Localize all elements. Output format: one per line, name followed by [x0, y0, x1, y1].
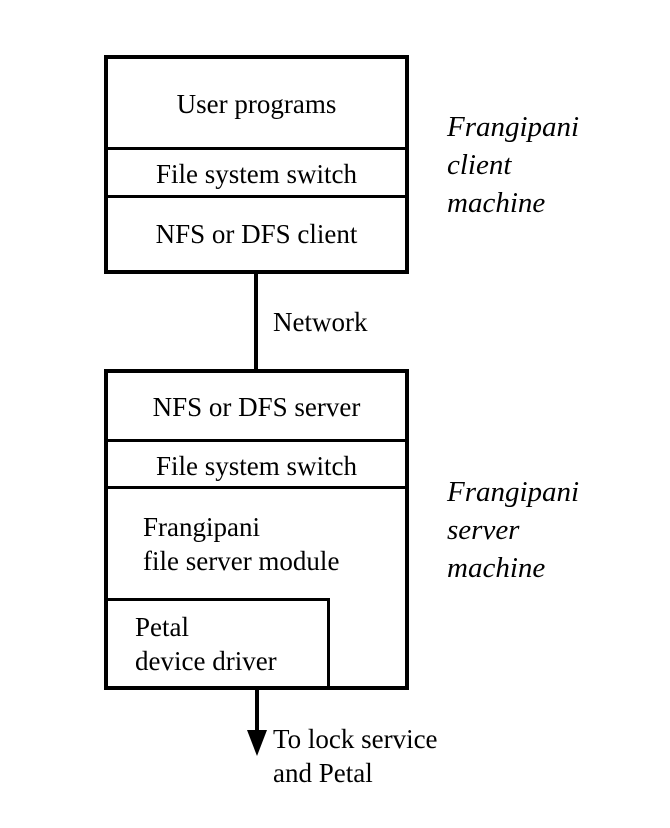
outgoing-destination-label: To lock service and Petal: [273, 722, 438, 790]
network-label: Network: [273, 307, 368, 337]
client-caption-line: Frangipani: [447, 111, 580, 143]
client-caption-line: client: [447, 149, 512, 181]
outgoing-label-line: To lock service: [273, 724, 438, 754]
server-layer-nfs-dfs-server: NFS or DFS server: [152, 392, 361, 422]
outgoing-arrowhead: [247, 730, 267, 756]
server-layer-file-system-switch: File system switch: [156, 451, 357, 481]
driver-label-line: device driver: [135, 646, 277, 676]
client-divider-2: [104, 195, 409, 198]
server-caption-line: machine: [447, 552, 546, 584]
network-link-line: [254, 274, 258, 370]
server-machine-caption: Frangipani server machine: [447, 473, 579, 587]
server-caption-line: Frangipani: [447, 476, 580, 508]
client-caption-line: machine: [447, 187, 546, 219]
client-machine-caption: Frangipani client machine: [447, 108, 579, 222]
client-machine-box: [104, 55, 409, 274]
client-layer-nfs-dfs-client: NFS or DFS client: [155, 219, 358, 249]
server-machine-box: [104, 369, 409, 690]
outgoing-arrow: [247, 688, 267, 756]
server-divider-2: [104, 486, 409, 489]
client-layer-file-system-switch: File system switch: [156, 159, 357, 189]
server-caption-line: server: [447, 514, 520, 546]
frangipani-file-server-module-label: Frangipani file server module: [143, 510, 339, 578]
module-label-line: Frangipani: [143, 512, 260, 542]
server-divider-1: [104, 439, 409, 442]
petal-device-driver-box: [104, 598, 330, 690]
client-layer-user-programs: User programs: [176, 89, 337, 119]
client-divider-1: [104, 147, 409, 150]
petal-device-driver-label: Petal device driver: [135, 610, 277, 678]
driver-label-line: Petal: [135, 612, 189, 642]
module-label-line: file server module: [143, 546, 340, 576]
outgoing-label-line: and Petal: [273, 758, 373, 788]
